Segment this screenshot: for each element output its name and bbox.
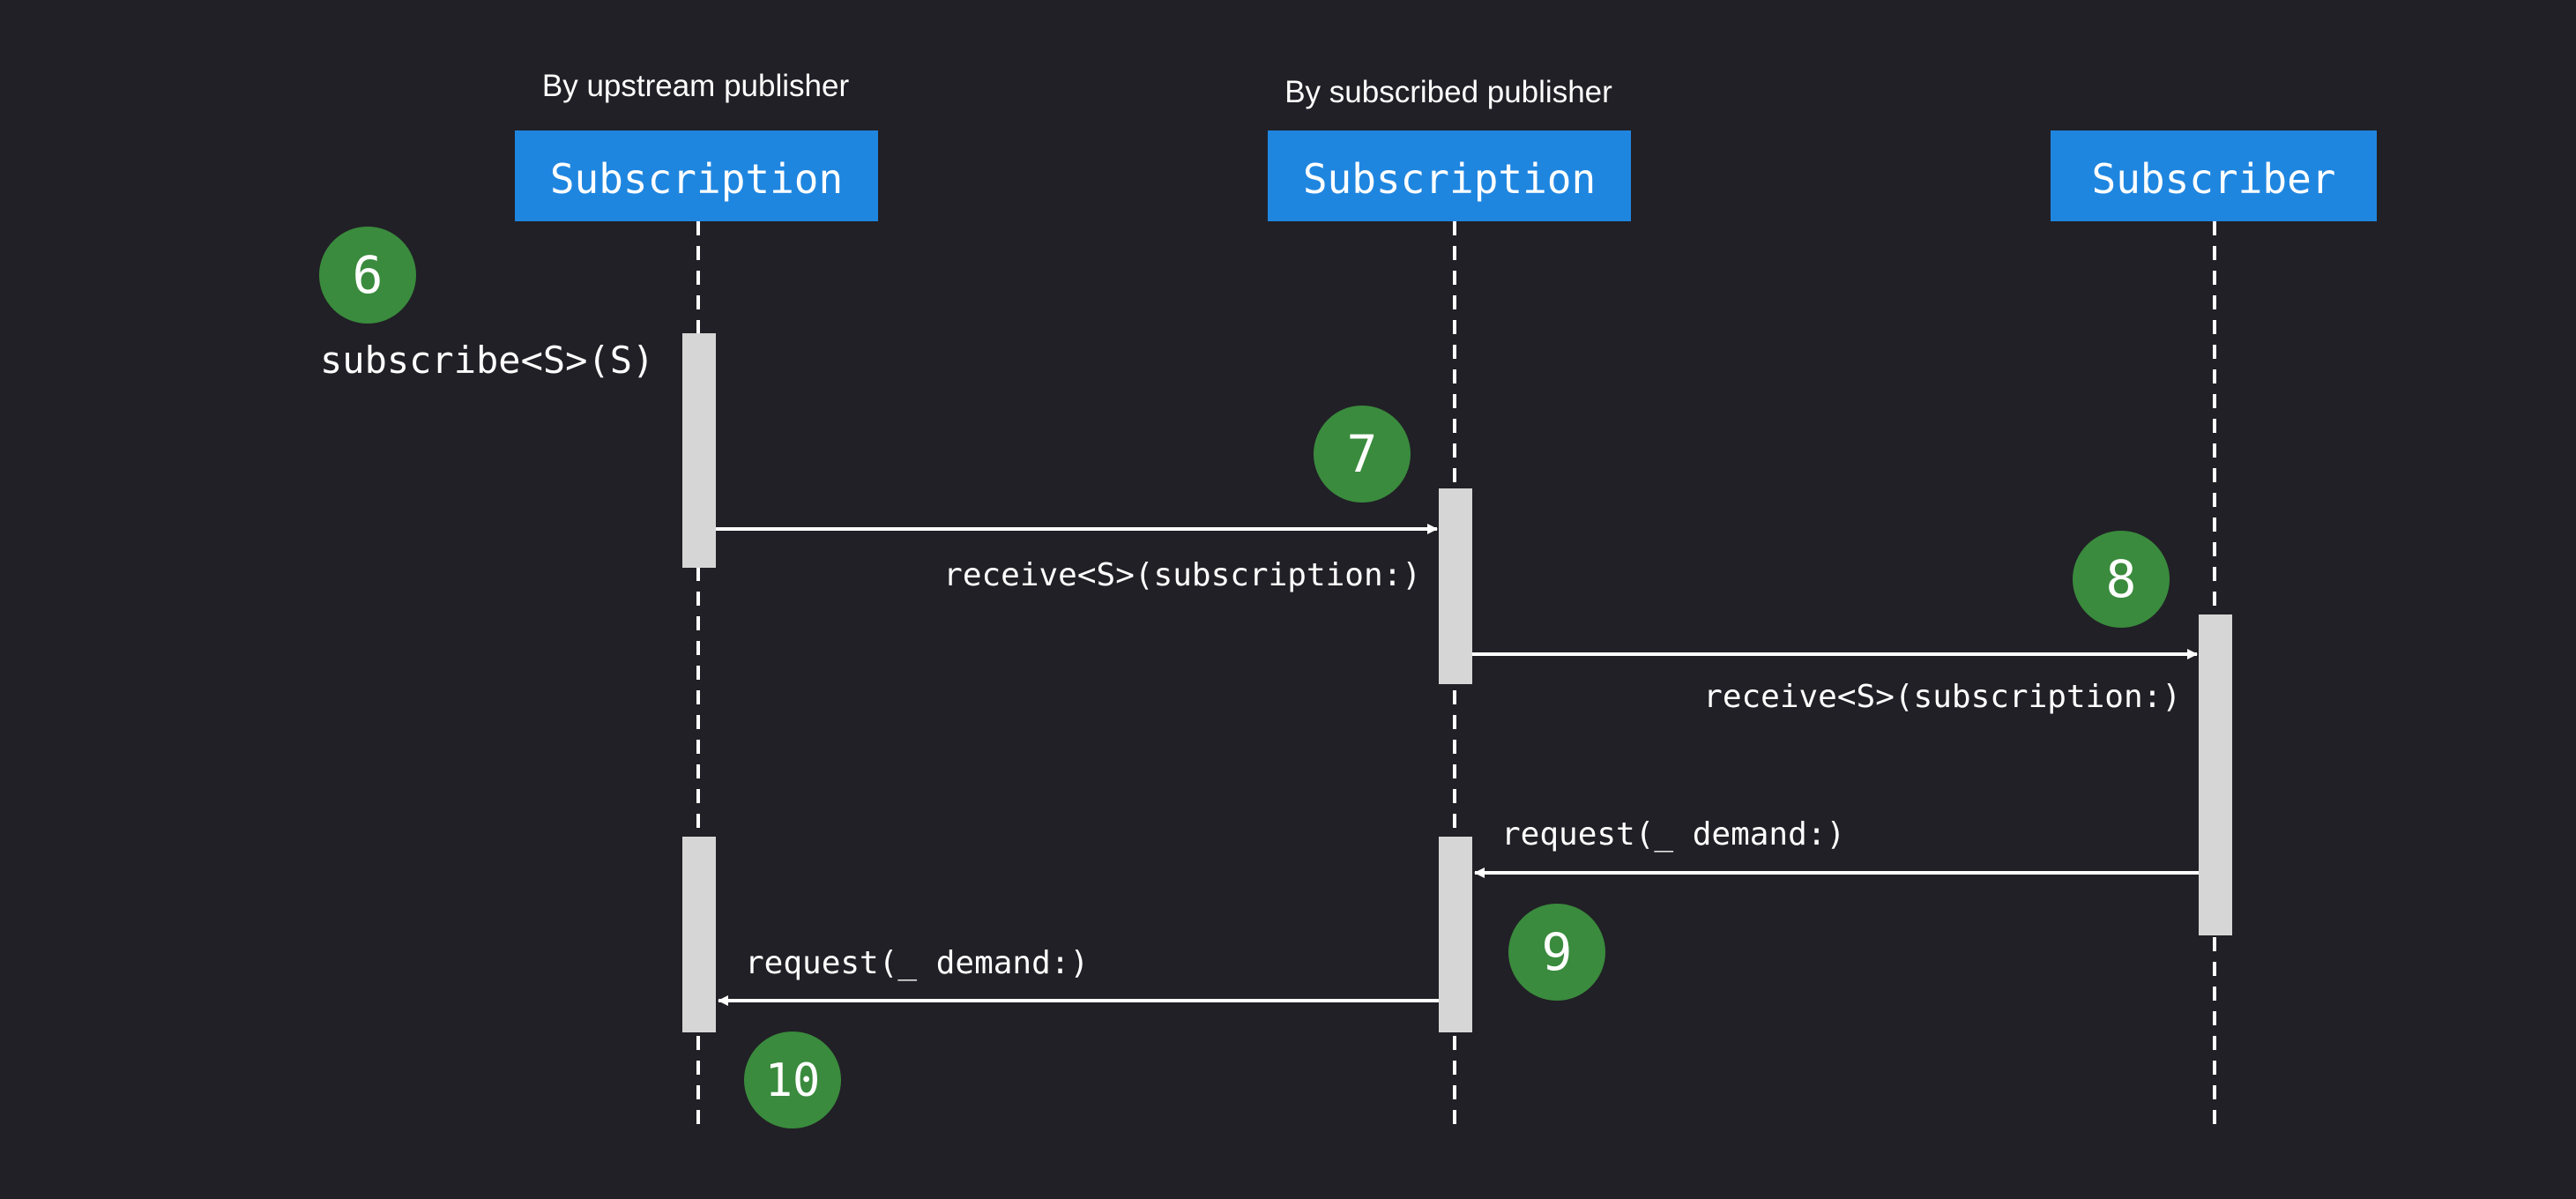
activation-bar [1439,837,1472,1032]
step-number: 6 [353,245,383,305]
participant-label-subscribed: Subscription [1303,155,1596,203]
message-label-subscribe: subscribe<S>(S) [320,339,654,382]
participant-subscriber: Subscriber [2051,130,2377,221]
step-badge-8: 8 [2073,531,2170,628]
message-label-receive-1: receive<S>(subscription:) [943,557,1421,593]
participant-label-upstream: Subscription [550,155,843,203]
activation-bar [682,837,716,1032]
participant-subscribed-subscription: Subscription [1268,130,1631,221]
message-label-request-1: request(_ demand:) [1501,816,1845,853]
participant-caption-upstream: By upstream publisher [542,69,850,103]
message-label-request-2: request(_ demand:) [745,945,1089,981]
step-number: 9 [1542,922,1573,982]
step-badge-10: 10 [744,1031,841,1128]
step-badge-7: 7 [1314,406,1411,503]
participant-caption-subscribed: By subscribed publisher [1284,75,1612,109]
step-number: 7 [1347,424,1378,484]
activation-bar [682,333,716,568]
activation-bar [1439,488,1472,684]
participant-upstream-subscription: Subscription [515,130,878,221]
participant-label-subscriber: Subscriber [2092,155,2336,203]
step-number: 10 [765,1054,821,1107]
message-label-receive-2: receive<S>(subscription:) [1703,679,2181,715]
step-badge-9: 9 [1508,904,1605,1001]
activation-bar [2199,614,2232,935]
step-number: 8 [2106,549,2137,609]
step-badge-6: 6 [319,227,416,324]
